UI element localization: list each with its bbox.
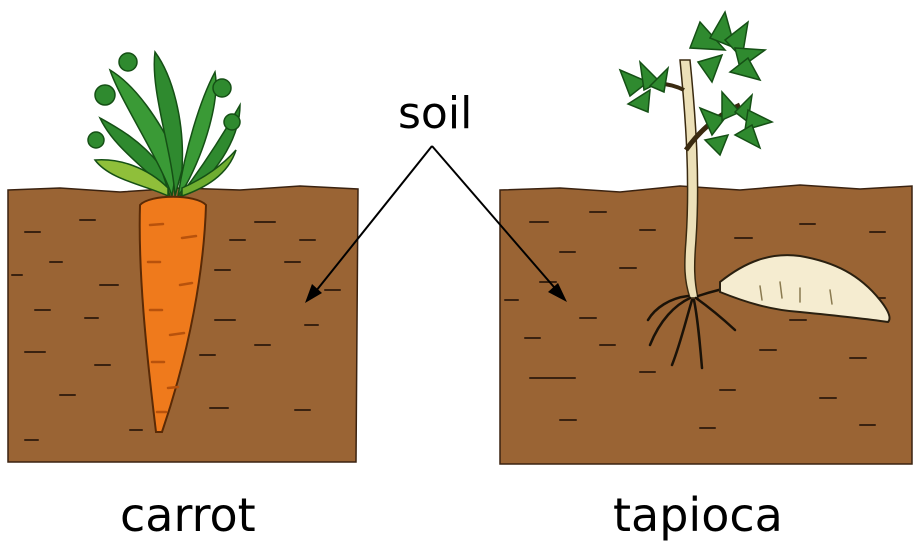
soil-label: soil	[398, 92, 472, 136]
tapioca-label: tapioca	[613, 492, 783, 538]
carrot-label: carrot	[120, 492, 256, 538]
tapioca-soil-block	[500, 185, 912, 464]
carrot-leaves	[88, 52, 240, 196]
